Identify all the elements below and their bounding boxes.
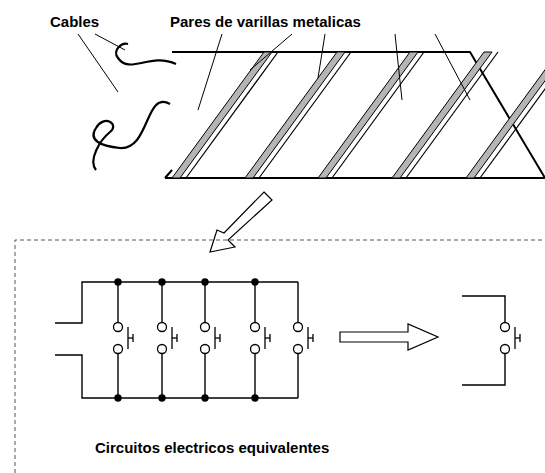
- junction-dot: [159, 395, 165, 401]
- rod-sheet: [165, 52, 545, 178]
- junction-dot: [202, 395, 208, 401]
- junction-dot: [202, 279, 208, 285]
- junction-dot: [252, 395, 258, 401]
- caption-label: Circuitos electricos equivalentes: [95, 440, 329, 457]
- metal-rod: [480, 52, 545, 178]
- part-label: Pares de varillas metalicas: [170, 14, 361, 31]
- metal-rod: [172, 52, 272, 178]
- part-label: Cables: [50, 14, 99, 31]
- leader-lines: [78, 34, 470, 110]
- junction-dot: [159, 279, 165, 285]
- metal-rod: [466, 52, 545, 178]
- equivalent-circuit: [462, 296, 520, 385]
- dashed-frame: [15, 240, 545, 473]
- junction-dot: [115, 279, 121, 285]
- junction-dot: [115, 395, 121, 401]
- cables: [93, 44, 176, 170]
- metal-rod: [318, 52, 418, 178]
- parallel-circuit: [55, 279, 313, 401]
- hollow-arrow: [340, 324, 438, 350]
- junction-dot: [252, 279, 258, 285]
- metal-rod: [245, 52, 345, 178]
- metal-rod: [392, 52, 492, 178]
- hollow-arrow: [210, 192, 272, 252]
